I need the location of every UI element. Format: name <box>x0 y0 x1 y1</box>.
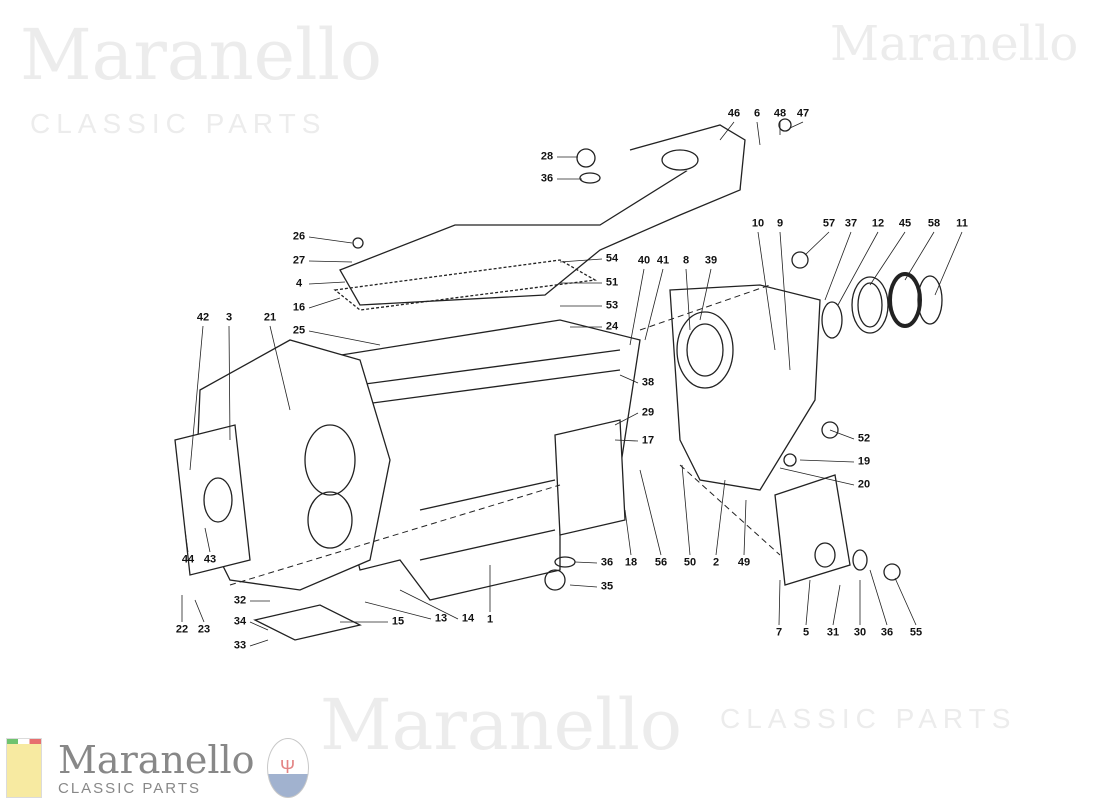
part-callout: 39 <box>704 254 718 267</box>
seal-ring <box>821 301 843 339</box>
part-callout: 29 <box>641 406 655 419</box>
part-callout: 37 <box>844 217 858 230</box>
part-callout: 41 <box>656 254 670 267</box>
gasket <box>333 259 598 311</box>
part-callout: 38 <box>641 376 655 389</box>
part-callout: 10 <box>751 217 765 230</box>
part-callout: 30 <box>853 626 867 639</box>
part-callout: 47 <box>796 107 810 120</box>
part-callout: 44 <box>181 553 195 566</box>
part-callout: 13 <box>434 612 448 625</box>
rear-cover <box>774 474 851 586</box>
part-callout: 34 <box>233 615 247 628</box>
part-callout: 22 <box>175 623 189 636</box>
part-callout: 6 <box>753 107 761 120</box>
part-callout: 21 <box>263 311 277 324</box>
watermark-text-3: Maranello <box>830 16 1079 72</box>
part-callout: 12 <box>871 217 885 230</box>
part-callout: 23 <box>197 623 211 636</box>
part-callout: 14 <box>461 612 475 625</box>
part-callout: 51 <box>605 276 619 289</box>
part-callout: 11 <box>956 217 968 230</box>
part-callout: 49 <box>737 556 751 569</box>
part-callout: 53 <box>605 299 619 312</box>
part-callout: 36 <box>540 172 554 185</box>
plate <box>253 604 362 641</box>
part-callout: 7 <box>775 626 783 639</box>
watermark-subtext: CLASSIC PARTS <box>30 108 327 139</box>
part-callout: 5 <box>802 626 810 639</box>
part-callout: 55 <box>909 626 923 639</box>
part-callout: 52 <box>857 432 871 445</box>
part-callout: 3 <box>225 311 233 324</box>
part-callout: 35 <box>600 580 614 593</box>
part-callout: 15 <box>391 615 405 628</box>
logo-name: Maranello <box>58 737 255 782</box>
part-callout: 46 <box>727 107 741 120</box>
part-callout: 42 <box>196 311 210 324</box>
part-callout: 33 <box>233 639 247 652</box>
part-callout: 20 <box>857 478 871 491</box>
part-callout: 45 <box>898 217 912 230</box>
part-callout: 31 <box>826 626 840 639</box>
part-callout: 25 <box>292 324 306 337</box>
part-callout: 27 <box>292 254 306 267</box>
watermark-text-2: Maranello <box>320 684 683 766</box>
part-callout: 28 <box>540 150 554 163</box>
part-callout: 48 <box>773 107 787 120</box>
part-callout: 56 <box>654 556 668 569</box>
part-callout: 50 <box>683 556 697 569</box>
part-callout: 8 <box>682 254 690 267</box>
watermark-subtext-2: CLASSIC PARTS <box>720 703 1017 734</box>
ferrari-shield-icon <box>6 738 42 798</box>
part-callout: 19 <box>857 455 871 468</box>
part-callout: 17 <box>641 434 655 447</box>
part-callout: 43 <box>203 553 217 566</box>
part-callout: 26 <box>292 230 306 243</box>
part-callout: 36 <box>600 556 614 569</box>
part-callout: 54 <box>605 252 619 265</box>
watermark-text: Maranello <box>20 14 383 96</box>
part-callout: 40 <box>637 254 651 267</box>
part-callout: 24 <box>605 320 619 333</box>
part-callout: 9 <box>776 217 784 230</box>
rear-casing <box>669 284 821 491</box>
part-callout: 57 <box>822 217 836 230</box>
part-callout: 36 <box>880 626 894 639</box>
maserati-trident-icon: Ψ <box>266 738 309 798</box>
part-callout: 18 <box>624 556 638 569</box>
part-callout: 1 <box>486 613 494 626</box>
logo-subtitle: CLASSIC PARTS <box>58 779 201 797</box>
part-callout: 32 <box>233 594 247 607</box>
part-callout: 2 <box>712 556 720 569</box>
intermediate-plate <box>554 419 626 536</box>
maranello-logo: Maranello CLASSIC PARTS Ψ <box>6 738 309 798</box>
part-callout: 16 <box>292 301 306 314</box>
part-callout: 58 <box>927 217 941 230</box>
part-callout: 4 <box>295 277 303 290</box>
